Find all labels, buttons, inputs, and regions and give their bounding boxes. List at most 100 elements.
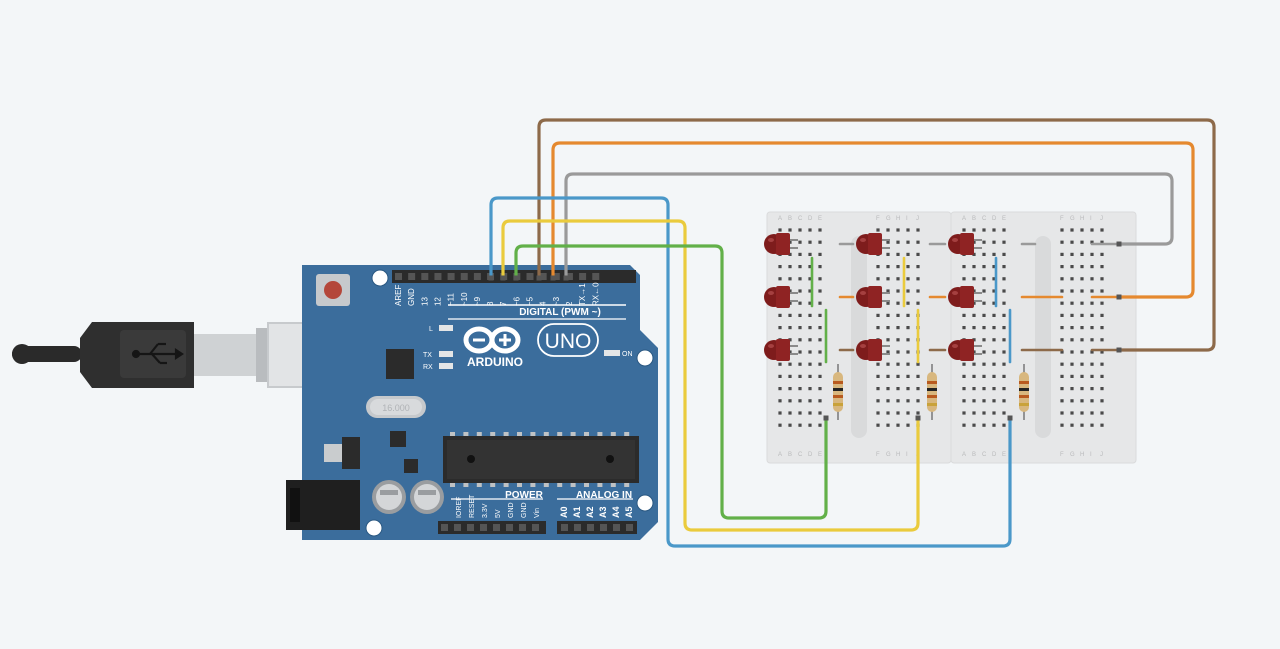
breadboard-hole[interactable] — [916, 277, 920, 281]
breadboard-hole[interactable] — [992, 289, 996, 293]
breadboard-hole[interactable] — [916, 362, 920, 366]
breadboard-hole[interactable] — [992, 399, 996, 403]
digital-pin-hole[interactable] — [552, 273, 560, 280]
wire-yellow[interactable] — [501, 219, 920, 532]
breadboard-hole[interactable] — [896, 313, 900, 317]
breadboard-hole[interactable] — [962, 374, 966, 378]
breadboard-hole[interactable] — [972, 265, 976, 269]
breadboard-hole[interactable] — [906, 289, 910, 293]
breadboard-hole[interactable] — [1060, 338, 1064, 342]
breadboard-hole[interactable] — [886, 374, 890, 378]
breadboard-hole[interactable] — [1060, 265, 1064, 269]
led[interactable] — [856, 286, 890, 308]
breadboard-hole[interactable] — [808, 289, 812, 293]
breadboard-hole[interactable] — [788, 423, 792, 427]
breadboard-hole[interactable] — [778, 399, 782, 403]
breadboard-hole[interactable] — [906, 374, 910, 378]
breadboard-hole[interactable] — [972, 277, 976, 281]
breadboard-hole[interactable] — [916, 399, 920, 403]
breadboard-hole[interactable] — [876, 313, 880, 317]
breadboard-hole[interactable] — [972, 399, 976, 403]
breadboard-hole[interactable] — [1080, 252, 1084, 256]
breadboard-hole[interactable] — [788, 374, 792, 378]
breadboard-hole[interactable] — [992, 301, 996, 305]
breadboard-hole[interactable] — [798, 374, 802, 378]
breadboard-hole[interactable] — [1070, 252, 1074, 256]
breadboard-hole[interactable] — [808, 326, 812, 330]
breadboard-hole[interactable] — [1100, 399, 1104, 403]
breadboard-hole[interactable] — [886, 252, 890, 256]
breadboard-hole[interactable] — [1100, 362, 1104, 366]
wire-orange[interactable] — [551, 141, 1195, 299]
breadboard-hole[interactable] — [1070, 362, 1074, 366]
wire-endpoint[interactable] — [488, 275, 494, 281]
breadboard-hole[interactable] — [798, 265, 802, 269]
breadboard-hole[interactable] — [1100, 265, 1104, 269]
breadboard-hole[interactable] — [982, 252, 986, 256]
breadboard-hole[interactable] — [818, 313, 822, 317]
breadboard-hole[interactable] — [896, 228, 900, 232]
breadboard-hole[interactable] — [982, 240, 986, 244]
breadboard-hole[interactable] — [1060, 313, 1064, 317]
breadboard-hole[interactable] — [962, 313, 966, 317]
led[interactable] — [764, 233, 798, 255]
breadboard-hole[interactable] — [992, 387, 996, 391]
breadboard-hole[interactable] — [876, 277, 880, 281]
power-pin-hole[interactable] — [519, 524, 526, 531]
breadboard-hole[interactable] — [1080, 423, 1084, 427]
breadboard-hole[interactable] — [798, 252, 802, 256]
wire-endpoint[interactable] — [1116, 294, 1122, 300]
breadboard-hole[interactable] — [992, 252, 996, 256]
breadboard-hole[interactable] — [1070, 277, 1074, 281]
analog-pin-hole[interactable] — [574, 524, 581, 531]
breadboard-hole[interactable] — [1090, 411, 1094, 415]
breadboard-hole[interactable] — [1002, 387, 1006, 391]
breadboard-hole[interactable] — [778, 228, 782, 232]
breadboard-hole[interactable] — [798, 411, 802, 415]
breadboard-hole[interactable] — [962, 387, 966, 391]
digital-pin-hole[interactable] — [592, 273, 600, 280]
breadboard-hole[interactable] — [962, 265, 966, 269]
breadboard-hole[interactable] — [1090, 301, 1094, 305]
breadboard-hole[interactable] — [876, 326, 880, 330]
digital-pin-hole[interactable] — [565, 273, 573, 280]
breadboard-hole[interactable] — [1090, 289, 1094, 293]
digital-pin-hole[interactable] — [579, 273, 587, 280]
breadboard-hole[interactable] — [896, 399, 900, 403]
breadboard-hole[interactable] — [886, 411, 890, 415]
breadboard-hole[interactable] — [1080, 326, 1084, 330]
breadboard-hole[interactable] — [972, 228, 976, 232]
breadboard-hole[interactable] — [788, 338, 792, 342]
breadboard-hole[interactable] — [992, 313, 996, 317]
breadboard-hole[interactable] — [896, 326, 900, 330]
digital-pin-hole[interactable] — [408, 273, 416, 280]
breadboard-hole[interactable] — [1070, 350, 1074, 354]
led[interactable] — [764, 339, 798, 361]
breadboard-hole[interactable] — [798, 362, 802, 366]
breadboard-hole[interactable] — [1100, 313, 1104, 317]
breadboard-hole[interactable] — [1100, 350, 1104, 354]
breadboard-hole[interactable] — [1090, 399, 1094, 403]
breadboard-hole[interactable] — [1100, 301, 1104, 305]
breadboard-hole[interactable] — [962, 399, 966, 403]
breadboard-hole[interactable] — [992, 411, 996, 415]
breadboard-hole[interactable] — [906, 277, 910, 281]
power-pin-hole[interactable] — [506, 524, 513, 531]
breadboard-hole[interactable] — [1080, 228, 1084, 232]
breadboard-hole[interactable] — [818, 252, 822, 256]
breadboard-hole[interactable] — [896, 240, 900, 244]
breadboard-hole[interactable] — [1080, 301, 1084, 305]
digital-pin-hole[interactable] — [447, 273, 455, 280]
breadboard-hole[interactable] — [778, 387, 782, 391]
breadboard-hole[interactable] — [1080, 387, 1084, 391]
breadboard-hole[interactable] — [982, 399, 986, 403]
breadboard-hole[interactable] — [916, 265, 920, 269]
wire-endpoint[interactable] — [550, 275, 556, 281]
breadboard-hole[interactable] — [886, 277, 890, 281]
breadboard-hole[interactable] — [1090, 387, 1094, 391]
breadboard-hole[interactable] — [982, 313, 986, 317]
digital-pin-hole[interactable] — [395, 273, 402, 280]
breadboard-hole[interactable] — [1100, 240, 1104, 244]
breadboard-hole[interactable] — [1060, 289, 1064, 293]
power-pin-hole[interactable] — [454, 524, 461, 531]
